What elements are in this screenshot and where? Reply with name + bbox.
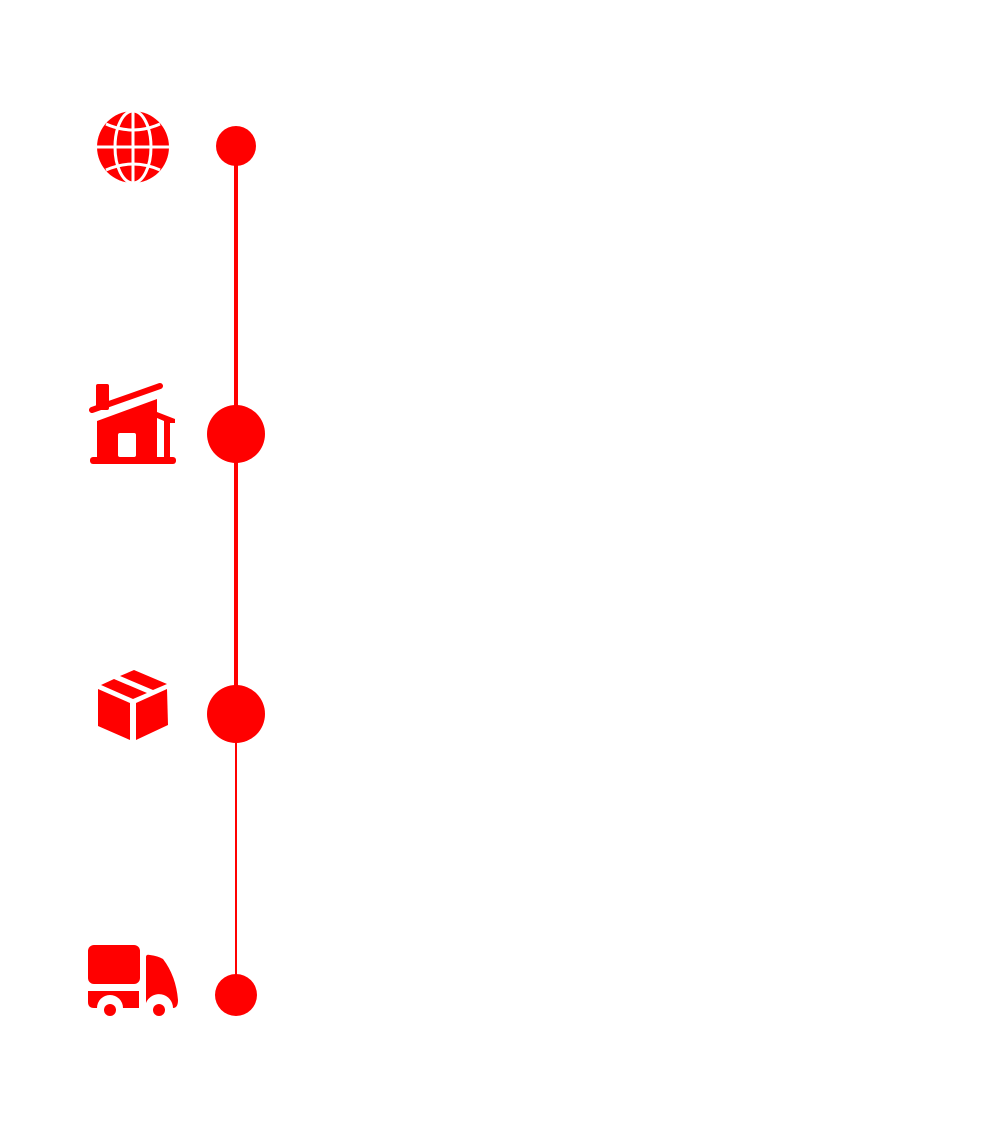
timeline-node (215, 974, 257, 1016)
house-icon (89, 383, 176, 464)
delivery-truck-icon (88, 945, 178, 1016)
timeline-node (207, 685, 265, 743)
timeline-node (216, 126, 256, 166)
package-box-icon (98, 670, 168, 740)
timeline-node (207, 405, 265, 463)
globe-icon (97, 109, 169, 185)
